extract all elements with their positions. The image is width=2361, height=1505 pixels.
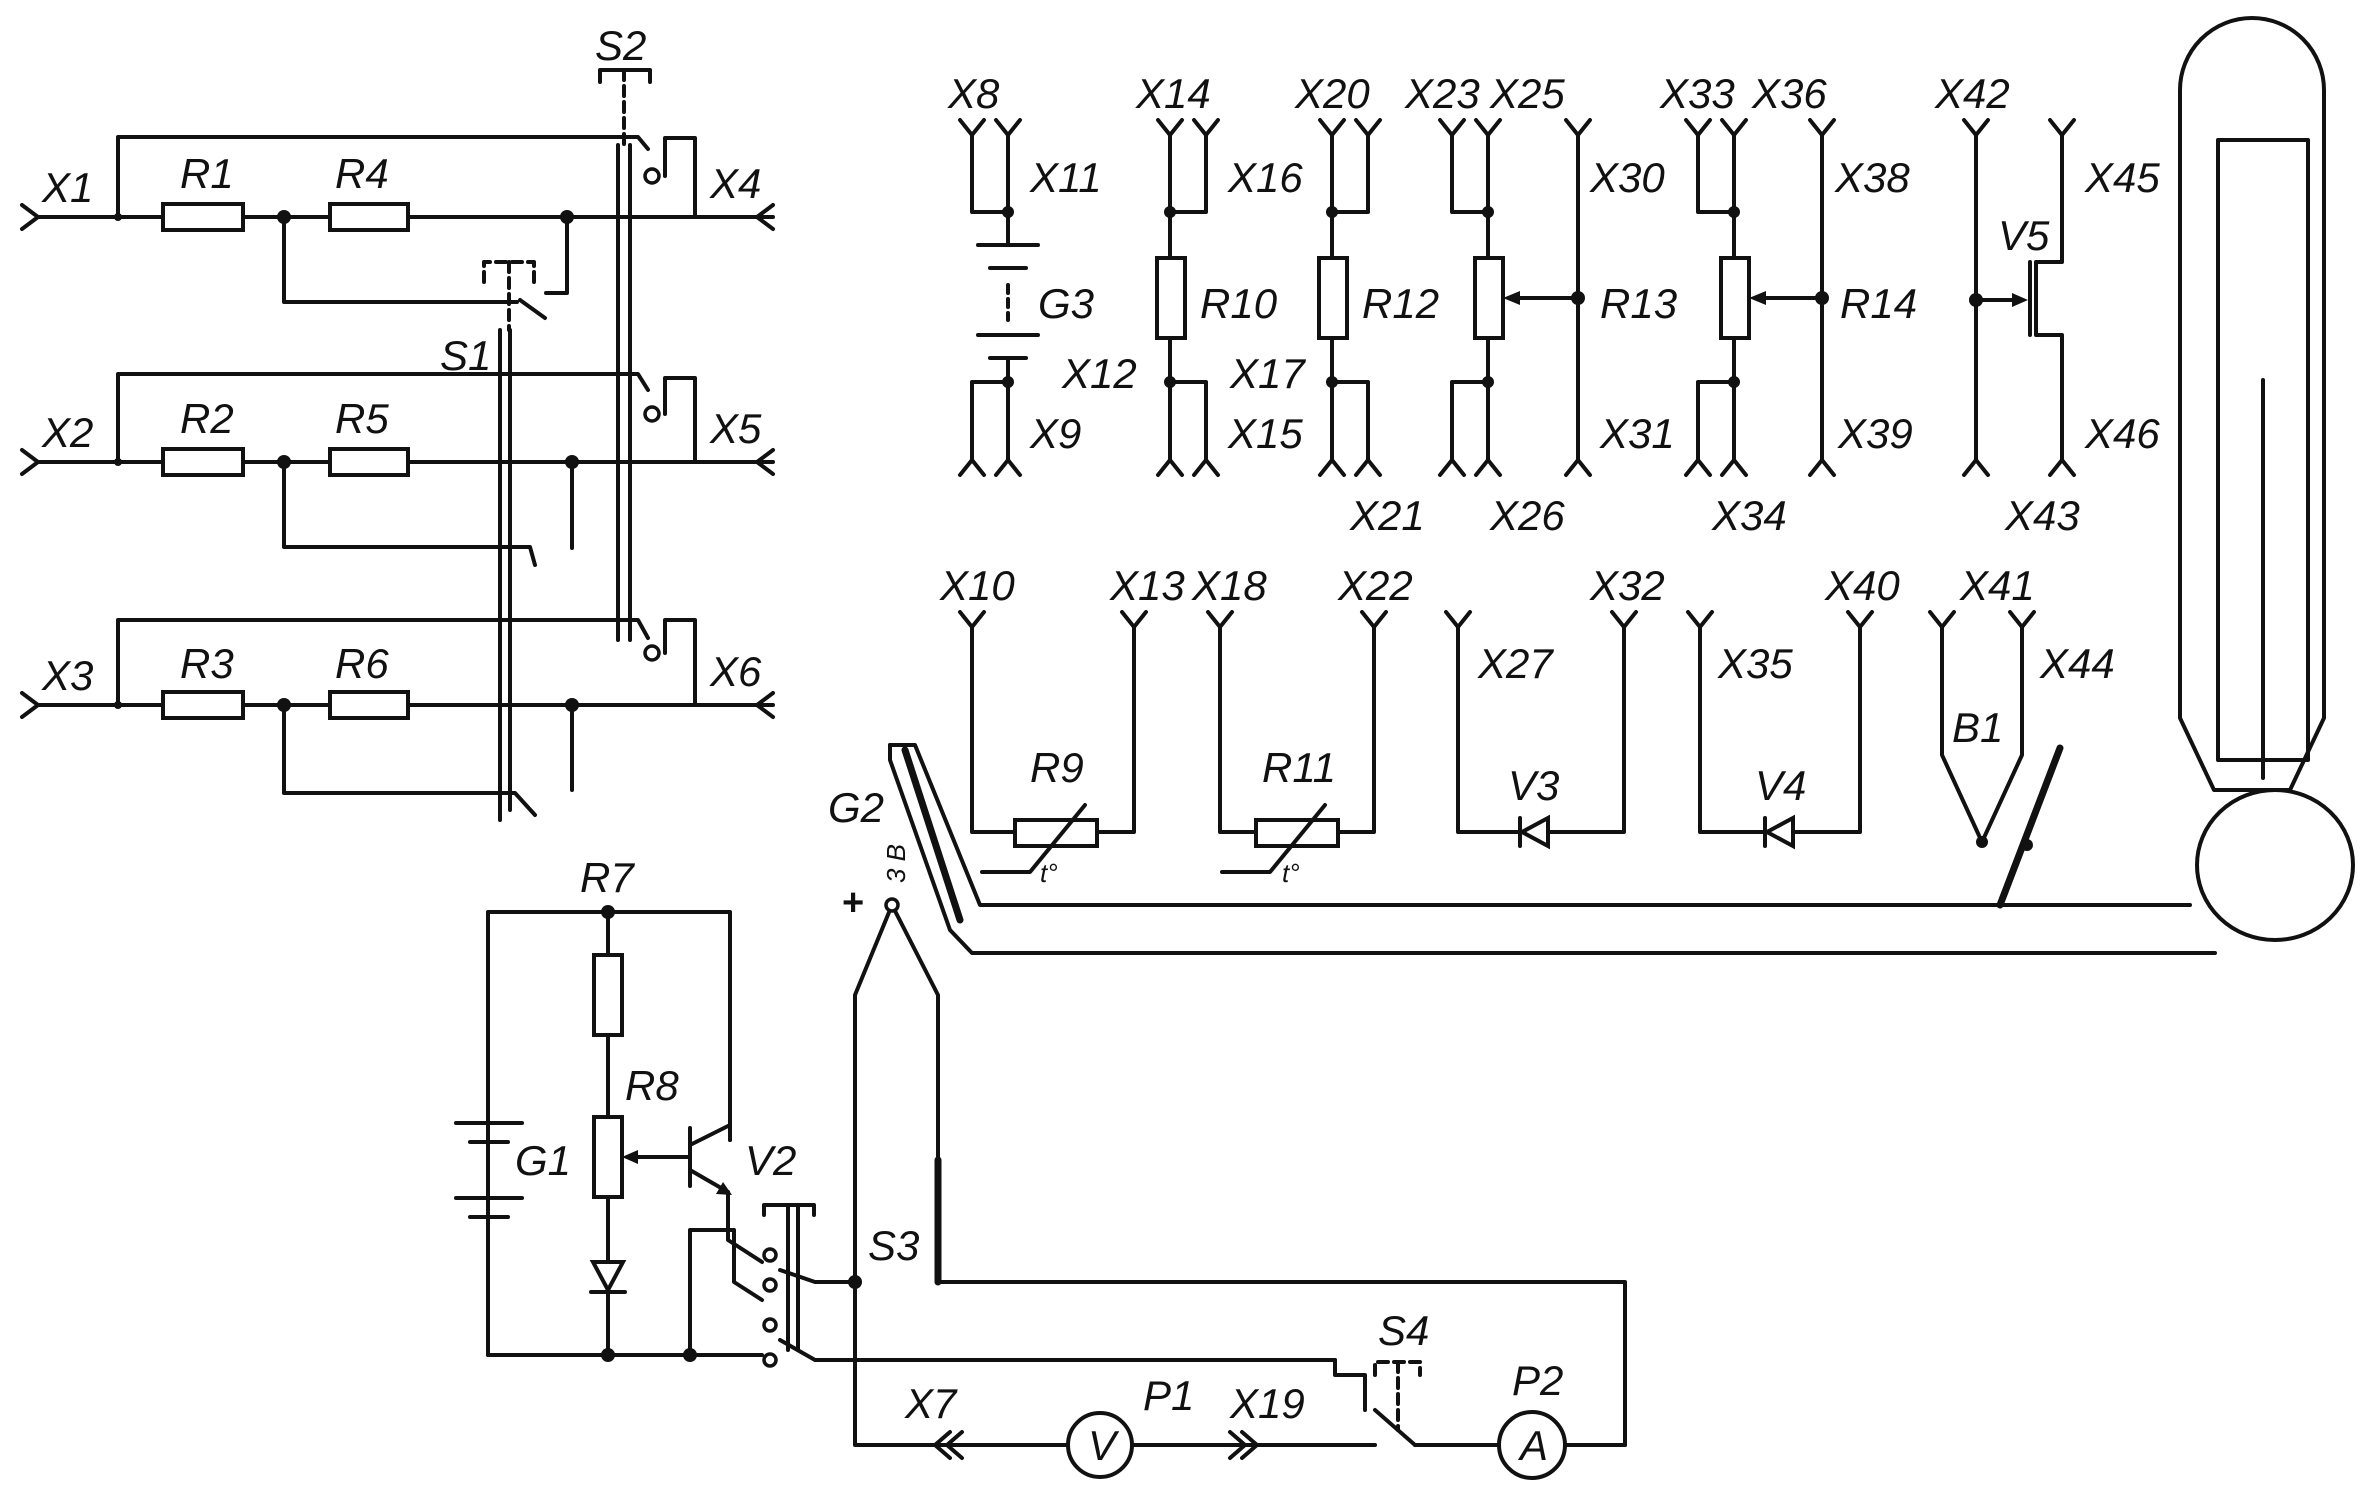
label-x9: X9 [1029,410,1081,457]
label-r14: R14 [1840,280,1917,327]
label-r12: R12 [1362,280,1439,327]
label-x4: X4 [709,160,761,207]
label-g2: G2 [828,784,884,831]
label-p1-symbol: V [1088,1422,1120,1469]
label-x20: X20 [1294,70,1370,117]
label-x17: X17 [1229,350,1306,397]
label-g3: G3 [1038,280,1094,327]
label-r8: R8 [625,1062,679,1109]
switch-s4 [1333,1358,1500,1447]
label-x8: X8 [947,70,1000,117]
label-x19: X19 [1229,1380,1305,1427]
label-x27: X27 [1477,640,1554,687]
label-v3: V3 [1508,762,1559,809]
label-g2-voltage: 3 В [881,844,911,883]
label-g1: G1 [515,1137,571,1184]
label-x36: X36 [1751,70,1827,117]
label-x38: X38 [1834,154,1910,201]
label-r11: R11 [1262,744,1336,791]
label-x46: X46 [2084,410,2160,457]
label-x3: X3 [41,652,93,699]
label-r9: R9 [1030,744,1084,791]
label-s1: S1 [440,332,491,379]
label-x41: X41 [1959,562,2035,609]
labels: X1 X2 X3 X4 X5 X6 R1 R2 R3 R4 R5 R6 S1 S… [41,22,2160,1469]
label-s4: S4 [1378,1307,1429,1354]
label-x18: X18 [1191,562,1267,609]
label-g2-polarity: + [842,882,864,924]
label-x10: X10 [939,562,1015,609]
label-x25: X25 [1489,70,1565,117]
label-x31: X31 [1599,410,1675,457]
label-x43: X43 [2004,492,2080,539]
label-v5: V5 [1998,212,2050,259]
label-x39: X39 [1837,410,1913,457]
label-r2: R2 [180,395,234,442]
label-x6: X6 [709,648,762,695]
label-r5: R5 [335,395,389,442]
label-x13: X13 [1109,562,1185,609]
label-p2: P2 [1512,1357,1563,1404]
label-b1: B1 [1952,704,2003,751]
resistor-network-rows [20,135,775,817]
label-r7: R7 [580,854,635,901]
component-bank-middle [958,610,2036,874]
label-s2: S2 [595,22,646,69]
measurement-supply-circuit [454,905,1337,1368]
label-x42: X42 [1934,70,2010,117]
label-v2: V2 [745,1137,796,1184]
label-x15: X15 [1227,410,1303,457]
label-x26: X26 [1489,492,1565,539]
label-r3: R3 [180,640,234,687]
label-x14: X14 [1135,70,1211,117]
component-bank-top [958,118,2076,477]
ammeter-p2 [1497,1410,1627,1480]
label-r6: R6 [335,640,389,687]
label-x44: X44 [2039,640,2115,687]
label-x40: X40 [1824,562,1900,609]
switch-s1 [482,260,547,822]
label-x12: X12 [1061,350,1137,397]
label-x23: X23 [1404,70,1480,117]
label-p2-symbol: A [1517,1422,1548,1469]
label-x22: X22 [1337,562,1413,609]
label-r13: R13 [1600,280,1677,327]
label-x21: X21 [1349,492,1425,539]
label-x34: X34 [1711,492,1787,539]
thermocouple-g2 [853,743,2217,1447]
label-x30: X30 [1589,154,1665,201]
label-x1: X1 [41,164,93,211]
label-x2: X2 [41,409,93,456]
label-x33: X33 [1659,70,1735,117]
label-r1: R1 [180,150,234,197]
label-x32: X32 [1589,562,1665,609]
label-x45: X45 [2084,154,2160,201]
label-s3: S3 [868,1222,919,1269]
label-x16: X16 [1227,154,1303,201]
label-x7: X7 [904,1380,958,1427]
immersion-vessel [2178,16,2355,942]
label-p1: P1 [1143,1372,1194,1419]
voltmeter-p1 [933,1411,1377,1479]
label-r4: R4 [335,150,389,197]
label-x35: X35 [1717,640,1793,687]
switch-s2 [598,68,661,662]
switch-s3 [762,1203,1337,1368]
label-v4: V4 [1755,762,1806,809]
label-r11-temp: t° [1282,858,1300,888]
label-x11: X11 [1029,154,1102,201]
label-r10: R10 [1200,280,1278,327]
label-x5: X5 [709,405,762,452]
label-r9-temp: t° [1040,858,1058,888]
